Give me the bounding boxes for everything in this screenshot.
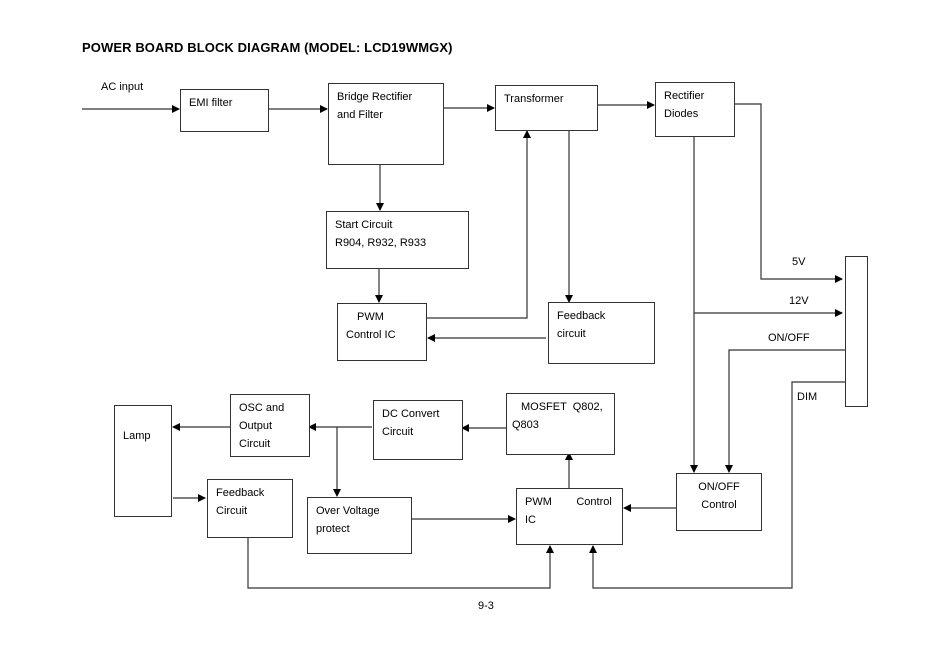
- feedback-circuit-bottom-block: Feedback Circuit: [207, 479, 293, 538]
- over-voltage-protect-block: Over Voltage protect: [307, 497, 412, 554]
- 12v-label: 12V: [789, 295, 809, 307]
- wire-on-off: [725, 349, 845, 473]
- mosfet-block: MOSFET Q802, Q803: [506, 393, 615, 455]
- diagram-title: POWER BOARD BLOCK DIAGRAM (MODEL: LCD19W…: [82, 40, 453, 55]
- dim-label: DIM: [797, 391, 818, 403]
- feedback-circuit-top-block: Feedback circuit: [548, 302, 655, 364]
- transformer-block: Transformer: [495, 85, 598, 131]
- output-connector-block: [845, 256, 868, 407]
- on-off-label: ON/OFF: [768, 332, 810, 344]
- bridge-rectifier-block: Bridge Rectifier and Filter: [328, 83, 444, 165]
- start-circuit-block: Start Circuit R904, R932, R933: [326, 211, 469, 269]
- dc-convert-block: DC Convert Circuit: [373, 400, 463, 460]
- on-off-control-block: ON/OFF Control: [676, 473, 762, 531]
- wire-pwm-to-transformer: [426, 130, 531, 319]
- emi-filter-block: EMI filter: [180, 89, 269, 132]
- pwm-control-ic-top-block: PWM Control IC: [337, 303, 427, 361]
- page-number: 9-3: [478, 600, 494, 612]
- osc-output-block: OSC and Output Circuit: [230, 394, 310, 457]
- rectifier-diodes-block: Rectifier Diodes: [655, 82, 735, 137]
- wire-5v: [734, 103, 843, 283]
- lamp-block: Lamp: [114, 405, 172, 517]
- wire-dim: [589, 381, 845, 589]
- 5v-label: 5V: [792, 256, 806, 268]
- pwm-control-ic-bottom-block: PWM Control IC: [516, 488, 623, 545]
- wire-feedback-bottom-to-pwm: [247, 538, 554, 589]
- ac-input-label: AC input: [101, 81, 144, 93]
